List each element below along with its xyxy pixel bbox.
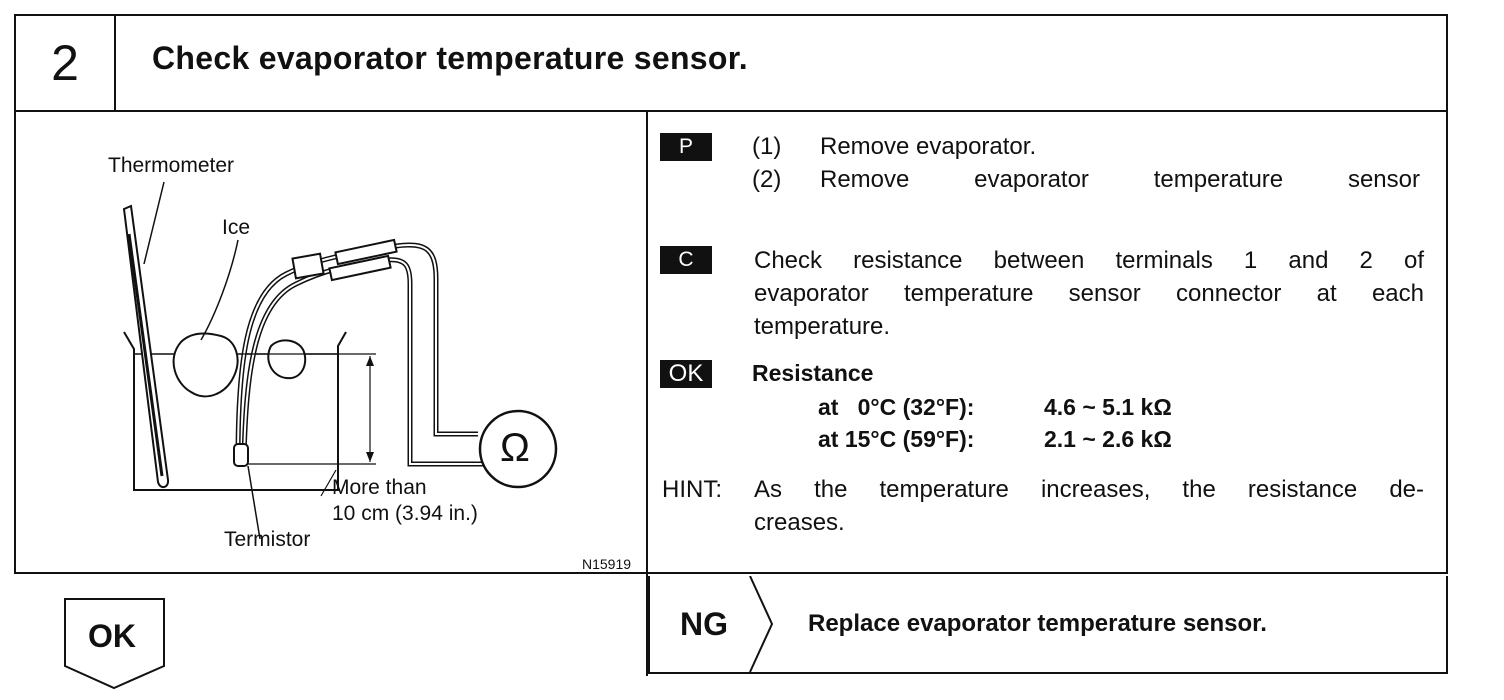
step-number-divider xyxy=(114,14,116,112)
prepare-step-text: Remove evaporator temperature sensor xyxy=(820,166,1420,193)
ng-action-text: Replace evaporator temperature sensor. xyxy=(808,610,1267,637)
check-instruction-line: evaporator temperature sensor connector … xyxy=(754,280,1424,307)
ok-result-tag: OK xyxy=(64,598,166,695)
resistance-value: 4.6 ~ 5.1 kΩ xyxy=(1044,394,1172,420)
beaker-outline xyxy=(123,331,347,491)
sensor-test-diagram: Thermometer Ice Ω More than 10 cm (3.94 … xyxy=(16,114,646,572)
check-instruction-line: temperature. xyxy=(754,313,891,340)
header-divider xyxy=(14,110,1448,112)
ng-result-label: NG xyxy=(680,606,728,642)
ok-spec-badge: OK xyxy=(660,360,712,388)
prepare-step-text: Remove evaporator. xyxy=(820,133,1037,160)
check-badge: C xyxy=(660,246,712,274)
distance-label: 10 cm (3.94 in.) xyxy=(332,502,478,525)
ohmmeter xyxy=(478,409,558,489)
ng-chevron xyxy=(749,576,774,673)
resistance-condition: at 0°C (32°F): xyxy=(818,394,975,420)
ice-cube xyxy=(267,339,307,380)
diagram-illustration xyxy=(122,181,558,540)
termistor-label: Termistor xyxy=(224,528,311,551)
thermometer-column xyxy=(127,233,164,477)
more-than-label: More than xyxy=(332,476,427,499)
resistance-value: 2.1 ~ 2.6 kΩ xyxy=(1044,426,1172,452)
sensor-connector xyxy=(291,252,325,280)
prepare-badge: P xyxy=(660,133,712,161)
ok-tag-shape xyxy=(64,598,165,690)
content-divider xyxy=(646,110,648,676)
step-frame xyxy=(14,14,1448,574)
hint-text-line: creases. xyxy=(754,509,845,536)
thermistor-probe xyxy=(233,443,249,467)
step-title: Check evaporator temperature sensor. xyxy=(152,40,748,76)
thermometer-label: Thermometer xyxy=(108,154,235,177)
ice-cube xyxy=(172,332,239,398)
resistance-condition: at 15°C (59°F): xyxy=(818,426,975,452)
ohm-symbol: Ω xyxy=(500,426,530,470)
figure-code: N15919 xyxy=(582,556,632,572)
step-number: 2 xyxy=(51,35,79,91)
resistance-heading: Resistance xyxy=(752,360,874,386)
hint-text-line: As the temperature increases, the resist… xyxy=(754,476,1424,503)
prepare-step-num: (2) xyxy=(752,166,782,193)
check-instruction-line: Check resistance between terminals 1 and… xyxy=(754,247,1424,274)
ok-result-label: OK xyxy=(88,618,136,654)
ng-result-box: NG Replace evaporator temperature sensor… xyxy=(648,576,1448,674)
prepare-step-num: (1) xyxy=(752,133,782,160)
hint-label: HINT: xyxy=(662,476,722,503)
ice-label: Ice xyxy=(222,216,251,239)
